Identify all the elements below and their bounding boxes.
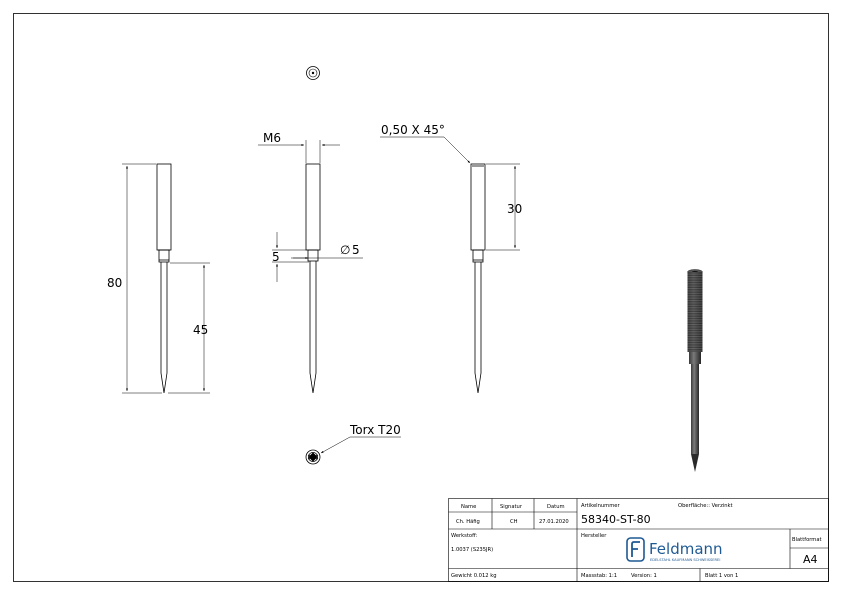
tb-datum-value: 27.01.2020 bbox=[539, 519, 569, 525]
dimension-m6 bbox=[258, 140, 340, 163]
dim-drive: Torx T20 bbox=[349, 423, 401, 437]
sheet-border bbox=[13, 13, 829, 582]
front-view-left bbox=[156, 163, 172, 394]
tb-artikel-value: 58340-ST-80 bbox=[581, 513, 651, 526]
chamfer-leader bbox=[380, 136, 471, 164]
dim-shoulder: 5 bbox=[272, 250, 280, 264]
front-view-right bbox=[470, 163, 486, 394]
rendered-3d-view bbox=[687, 269, 703, 472]
top-view bbox=[306, 66, 320, 80]
bottom-view-torx bbox=[305, 449, 321, 465]
dim-chamfer: 0,50 X 45° bbox=[381, 123, 445, 137]
feldmann-logo: Feldmann EDELSTAHL KAUFMANN SCHWEISSEREI bbox=[626, 537, 723, 562]
tb-hersteller-label: Hersteller bbox=[581, 533, 607, 539]
dimension-5-shoulder bbox=[272, 232, 309, 282]
dimension-80 bbox=[122, 163, 162, 394]
dim-thread-length: 30 bbox=[507, 202, 522, 216]
torx-leader bbox=[320, 436, 401, 454]
dim-diameter: 5 bbox=[352, 243, 360, 257]
tb-name-label: Name bbox=[461, 504, 476, 510]
tb-massstab: Massstab: 1:1 bbox=[581, 573, 617, 579]
diameter-symbol: ∅ bbox=[340, 243, 350, 257]
dimension-45 bbox=[168, 262, 210, 394]
tb-signatur-label: Signatur bbox=[500, 504, 523, 510]
tb-blattformat-label: Blattformat bbox=[792, 537, 822, 543]
tb-gewicht: Gewicht 0.012 kg bbox=[451, 573, 497, 579]
dim-length-tip: 45 bbox=[193, 323, 208, 337]
tb-datum-label: Datum bbox=[547, 504, 565, 510]
tb-artikel-label: Artikelnummer bbox=[581, 503, 620, 509]
title-block bbox=[448, 498, 829, 582]
tb-werkstoff-label: Werkstoff: bbox=[451, 533, 478, 539]
dim-thread: M6 bbox=[263, 131, 281, 145]
front-view-middle bbox=[305, 163, 321, 394]
tb-signatur-value: CH bbox=[510, 519, 518, 525]
logo-name: Feldmann bbox=[649, 540, 723, 558]
dimension-30 bbox=[486, 163, 520, 251]
tb-version: Version: 1 bbox=[631, 573, 657, 579]
tb-blattformat-value: A4 bbox=[803, 553, 818, 566]
tb-werkstoff-value: 1.0037 (S235JR) bbox=[451, 547, 493, 553]
tb-name-value: Ch. Häfig bbox=[456, 519, 480, 525]
logo-tagline: EDELSTAHL KAUFMANN SCHWEISSEREI bbox=[650, 558, 720, 562]
dim-length-total: 80 bbox=[107, 276, 122, 290]
tb-blatt: Blatt 1 von 1 bbox=[705, 573, 738, 579]
tb-oberflaeche: Oberfläche:: Verzinkt bbox=[678, 503, 733, 509]
